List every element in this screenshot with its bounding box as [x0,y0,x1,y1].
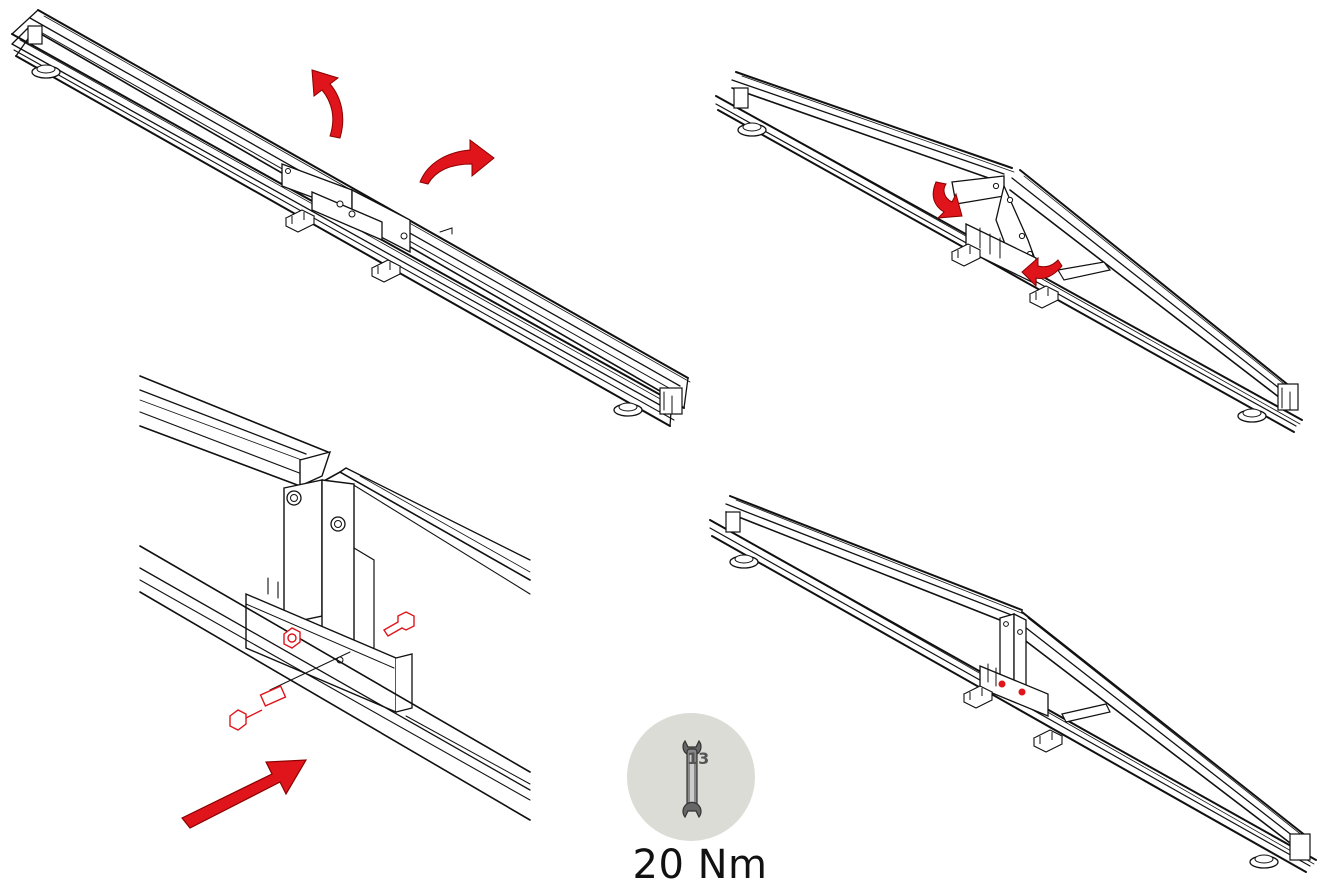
panel-assembled [709,495,1317,873]
clamp-2a [951,243,981,267]
foot-left-4 [729,554,759,569]
clamp-2b [1029,285,1059,309]
panel-detail [139,375,531,821]
rotate-arrow-icon [932,181,963,219]
tool-badge: 13 [627,713,755,841]
panel-unfolding [715,71,1303,433]
foot-right-4 [1249,854,1279,869]
clamp-4b [1033,729,1063,753]
wrench-size-label: 13 [687,749,710,768]
bolt-marker-red [998,680,1006,688]
rotate-arrow-icon [311,69,344,139]
panel-folded-rails [11,9,691,427]
clamp-4a [963,685,993,709]
rotate-arrow-icon [419,139,495,185]
clamp-1a [285,209,315,233]
clamp-1b [371,259,401,283]
foot-left-2 [737,122,767,137]
torque-value: 20 Nm [632,842,768,888]
foot-right-2 [1237,408,1267,423]
wrench-icon [682,739,702,819]
foot-right-1 [613,402,643,417]
push-arrow-icon [181,759,308,829]
bolt-set-red [229,611,415,731]
bolt-marker-red [1018,688,1026,696]
rotate-arrow-icon [1021,256,1063,288]
